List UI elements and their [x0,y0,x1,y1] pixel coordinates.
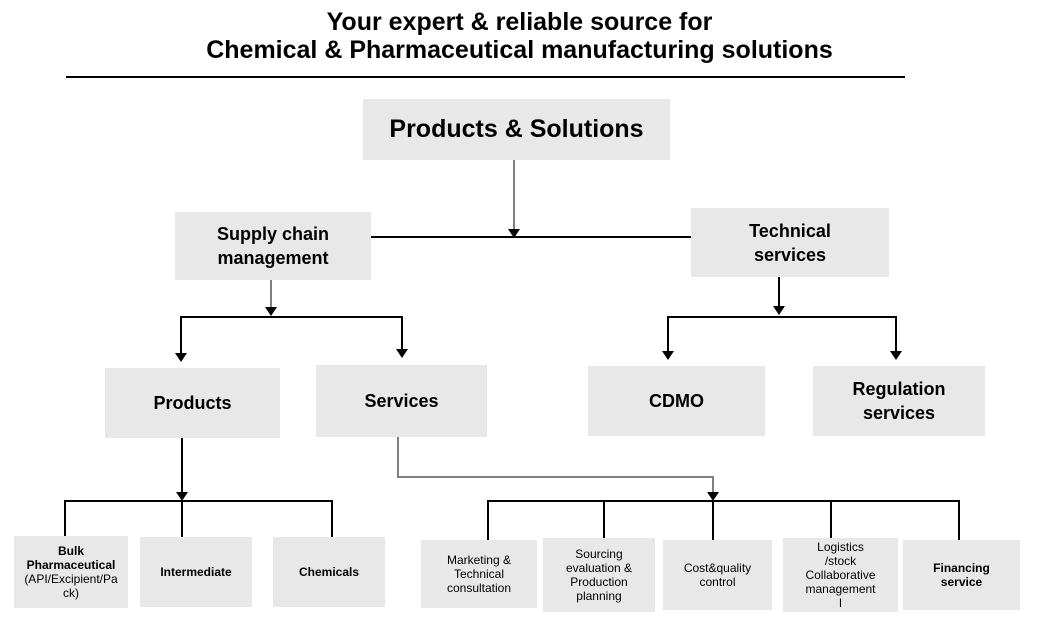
arrowhead-services [396,349,408,358]
node-services: Services [316,365,487,437]
arrowhead-cdmo [662,351,674,360]
connector-drop-marketing [487,500,489,540]
node-financing-service: Financing service [903,540,1020,610]
arrowhead-root [508,229,520,238]
connector-drop-cost-quality [712,500,714,540]
arrowhead-regulation [890,351,902,360]
node-cost-quality-control: Cost&quality control [663,540,772,610]
connector-products-children-bar [65,500,333,502]
node-sourcing-evaluation-production-planning: Sourcing evaluation & Production plannin… [543,538,655,612]
page-title: Your expert & reliable source for Chemic… [206,8,833,64]
connector-drop-intermediate [181,500,183,537]
arrowhead-supply-chain [265,307,277,316]
connector-supply-chain-shaft [270,280,272,308]
node-cdmo: CDMO [588,366,765,436]
arrowhead-services-children [707,492,719,501]
connector-root-shaft [513,160,515,230]
node-products-and-solutions: Products & Solutions [363,99,670,160]
node-marketing-technical-consultation: Marketing & Technical consultation [421,540,537,608]
title-underline [66,76,905,78]
connector-services-elbow-drop [712,476,714,492]
connector-drop-sourcing [603,500,605,538]
bulk-pharmaceutical-label: Bulk Pharmaceutical [26,544,116,572]
node-technical-services: Technical services [691,208,889,277]
connector-technical-children-bar [667,316,897,318]
node-chemicals: Chemicals [273,537,385,607]
node-logistics-stock-collaborative-management: Logistics /stock Collaborative managemen… [783,538,898,612]
connector-drop-regulation [895,316,897,352]
connector-drop-products [180,316,182,354]
connector-products-shaft [181,438,183,492]
arrowhead-products-children [176,492,188,501]
node-intermediate: Intermediate [140,537,252,607]
connector-drop-logistics [830,500,832,538]
arrowhead-products [175,353,187,362]
connector-services-children-bar [487,500,960,502]
connector-drop-services [401,316,403,350]
connector-level2-bar [371,236,691,238]
connector-services-elbow-across [397,476,714,478]
node-supply-chain-management: Supply chain management [175,212,371,280]
arrowhead-technical [773,306,785,315]
connector-drop-cdmo [667,316,669,352]
connector-technical-shaft [778,277,780,307]
node-bulk-pharmaceutical: Bulk Pharmaceutical (API/Excipient/Pa ck… [14,536,128,608]
connector-drop-chemicals [331,500,333,537]
node-regulation-services: Regulation services [813,366,985,436]
node-products: Products [105,368,280,438]
bulk-pharmaceutical-detail: (API/Excipient/Pa ck) [24,572,118,600]
connector-drop-bulk [64,500,66,536]
connector-drop-financing [958,500,960,540]
connector-supply-children-bar [180,316,403,318]
connector-services-elbow-down [397,437,399,478]
